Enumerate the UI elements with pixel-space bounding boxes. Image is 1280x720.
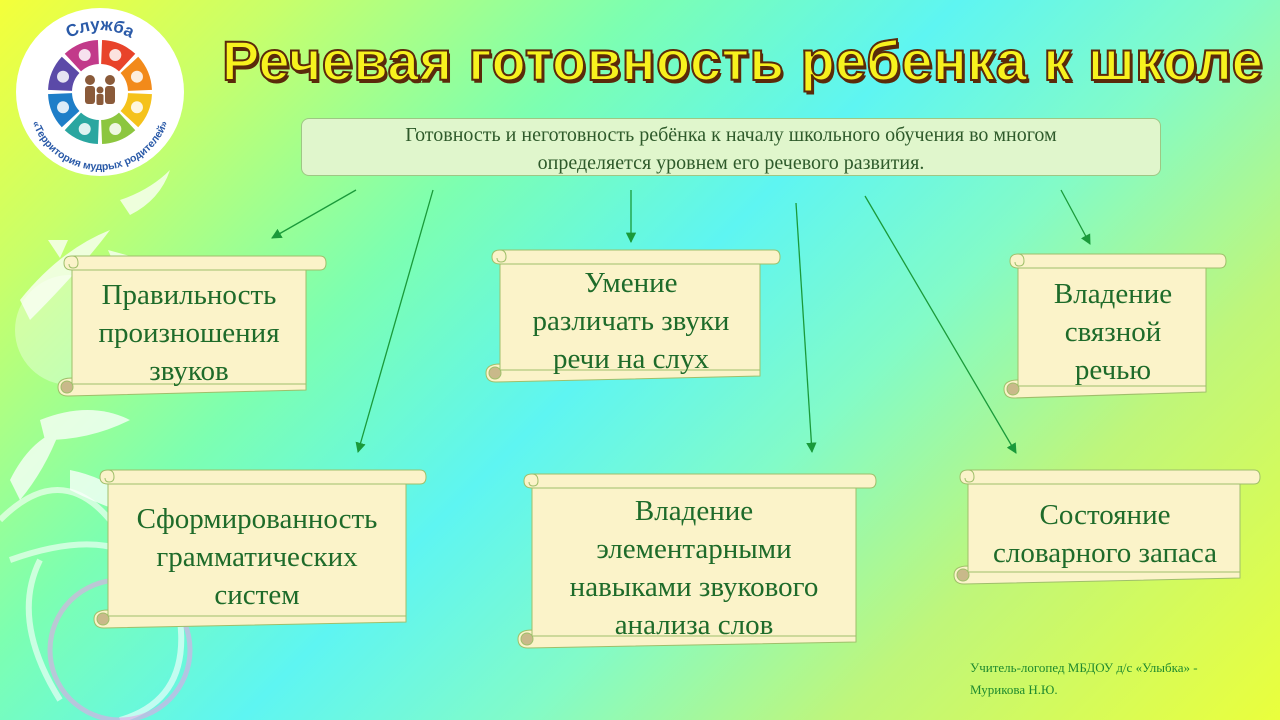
node-text: систем — [214, 579, 300, 611]
logo: Служба «Территория мудрых родителей» — [14, 6, 186, 178]
node-text: речи на слух — [552, 343, 709, 375]
node-text: элементарными — [596, 533, 792, 565]
node-grammar: Сформированность грамматических систем — [92, 468, 427, 629]
node-text: Владение — [1053, 278, 1173, 310]
arrow-to-vocabulary — [864, 195, 1017, 454]
node-text: Правильность — [101, 279, 277, 311]
chart-icon — [57, 101, 70, 114]
people-icon — [78, 49, 91, 62]
book-icon — [109, 49, 122, 62]
node-coherent: Владение связной речью — [1002, 252, 1227, 399]
arrow-to-analysis — [795, 202, 817, 454]
footer-line: Учитель-логопед МБДОУ д/с «Улыбка» - — [970, 660, 1198, 675]
arrow-to-grammar — [355, 189, 434, 453]
node-text: Умение — [584, 267, 678, 299]
node-text: Сформированность — [136, 503, 378, 535]
tree-icon — [130, 70, 143, 83]
node-discrimination: Умение различать звуки речи на слух — [484, 248, 781, 383]
node-text: произношения — [98, 317, 280, 349]
node-analysis: Владение элементарными навыками звуковог… — [516, 472, 877, 649]
family-icon — [85, 75, 115, 105]
logo-emblem: Служба «Территория мудрых родителей» — [16, 8, 184, 176]
logo-segments — [48, 40, 152, 144]
subtitle-line: Готовность и неготовность ребёнка к нача… — [405, 124, 1057, 146]
palette-icon — [130, 101, 143, 114]
node-vocabulary: Состояние словарного запаса — [952, 468, 1261, 585]
subtitle-box: Готовность и неготовность ребёнка к нача… — [301, 118, 1161, 176]
heart-icon — [78, 122, 91, 135]
node-text: навыками звукового — [569, 571, 819, 603]
node-text: различать звуки — [532, 305, 730, 337]
node-text: словарного запаса — [993, 537, 1217, 569]
gear-icon — [57, 70, 70, 83]
node-text: речью — [1074, 354, 1152, 386]
node-text: анализа слов — [614, 609, 774, 641]
node-text: связной — [1064, 316, 1162, 348]
arrow-to-coherent — [1060, 189, 1091, 245]
footer-line: Мурикова Н.Ю. — [970, 682, 1058, 697]
subtitle-line: определяется уровнем его речевого развит… — [537, 152, 925, 174]
node-text: Состояние — [1039, 499, 1171, 531]
page-title: Речевая готовность ребенка к школе — [221, 28, 1264, 93]
scales-icon — [109, 122, 122, 135]
arrow-to-pronunciation — [271, 189, 357, 239]
node-text: звуков — [149, 355, 229, 387]
node-text: Владение — [634, 495, 754, 527]
node-text: грамматических — [156, 541, 358, 573]
node-pronunciation: Правильность произношения звуков — [56, 254, 327, 397]
author-credit: Учитель-логопед МБДОУ д/с «Улыбка» - Мур… — [970, 657, 1270, 701]
